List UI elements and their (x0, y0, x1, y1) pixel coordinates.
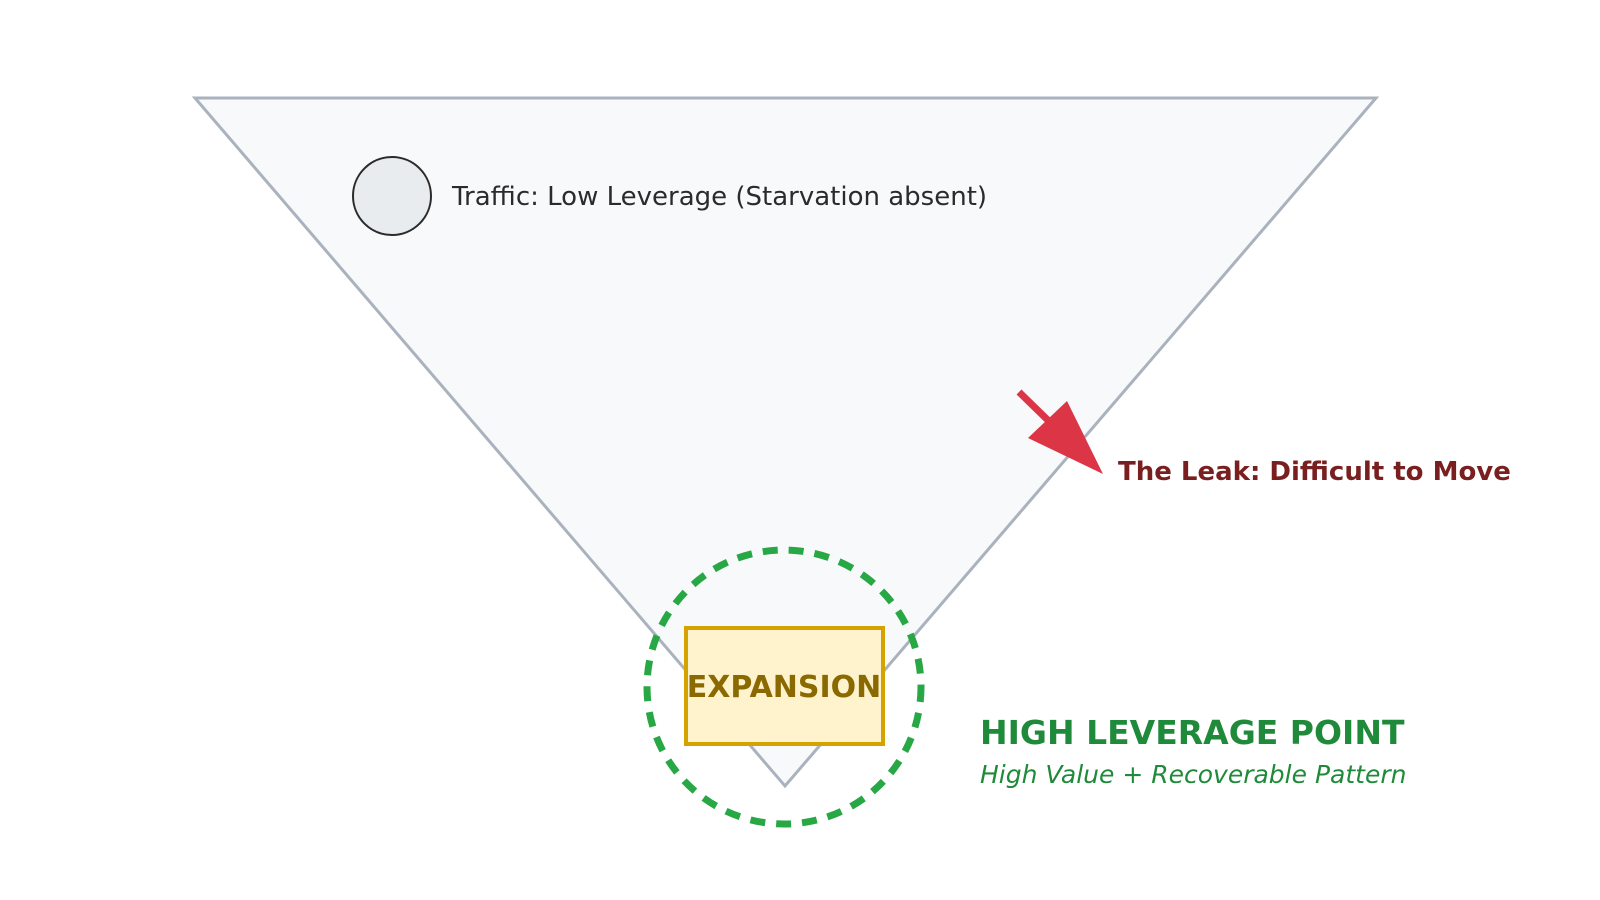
expansion-box (684, 626, 885, 746)
traffic-label: Traffic: Low Leverage (Starvation absent… (451, 182, 987, 212)
leak-arrow-icon (1016, 389, 1103, 474)
expansion-label: EXPANSION (687, 670, 882, 705)
leverage-ring (643, 546, 925, 828)
high-leverage-title: HIGH LEVERAGE POINT (980, 713, 1405, 752)
leak-label: The Leak: Difficult to Move (1118, 457, 1511, 487)
high-leverage-subtitle: High Value + Recoverable Pattern (980, 760, 1406, 789)
traffic-node (352, 156, 432, 236)
